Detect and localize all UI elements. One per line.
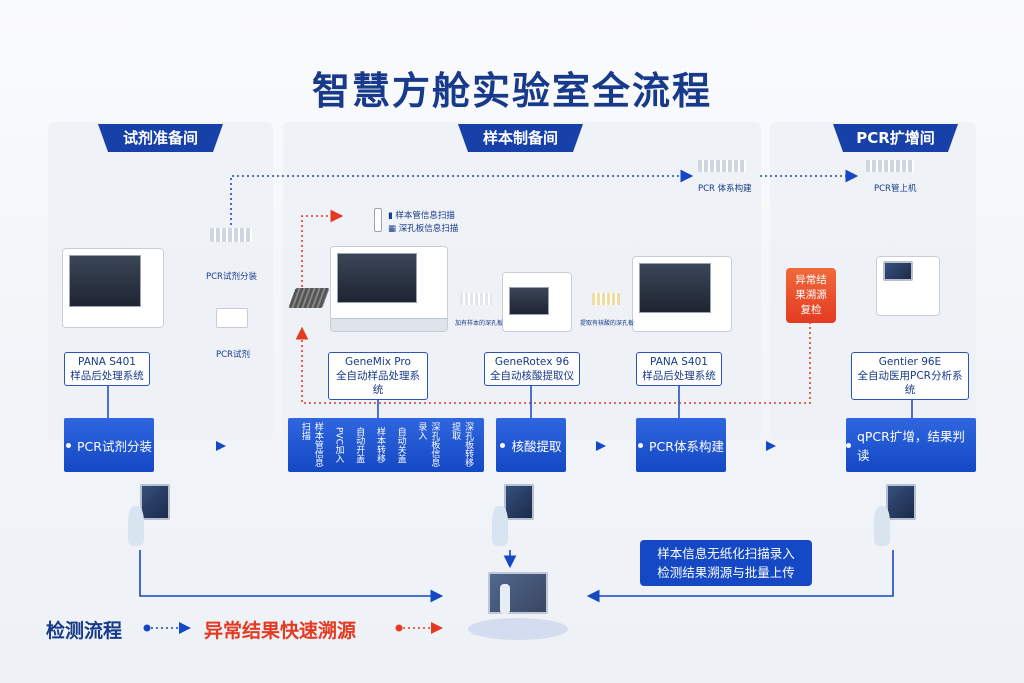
plate-b-icon <box>592 293 620 305</box>
label-pcr-dispense: PCR试剂分装 <box>206 272 257 282</box>
instrument-generotex-96 <box>502 272 572 332</box>
label-scan-plate: ▦ 深孔板信息扫描 <box>388 224 459 234</box>
legend-trace: 异常结果快速溯源 <box>204 620 357 642</box>
instrument-pana-s401-mid <box>632 256 732 332</box>
sample-tube-icon <box>374 208 382 232</box>
deep-well-plate-icon <box>288 288 330 308</box>
data-platform-icon <box>458 568 580 644</box>
step-pcr-dispense: PCR试剂分装 <box>64 418 154 472</box>
legend-detect: 检测流程 <box>46 620 123 642</box>
step-pcr-build: PCR体系构建 <box>636 418 726 472</box>
step-nucleic-extraction: 核酸提取 <box>496 418 566 472</box>
instrument-pana-s401-left <box>62 248 164 328</box>
label-pcr-tube-load: PCR管上机 <box>874 184 917 194</box>
label-pcr-build: PCR 体系构建 <box>698 184 752 194</box>
label-scan-tube: ▮ 样本管信息扫描 <box>388 211 455 221</box>
abnormal-recheck-badge: 异常结果溯源复检 <box>786 268 836 323</box>
label-pcr-reagent: PCR试剂 <box>216 350 250 360</box>
pcr-tube-strip-top-icon <box>698 160 746 172</box>
operator-sample-icon <box>490 482 540 552</box>
step-sample-processing: 样本管信息扫描 PVC加入 自动开盖 样本转移 自动关盖 深孔板信息录入 深孔板… <box>288 418 484 472</box>
instrument-gentier-96e <box>876 256 940 316</box>
section-header-pcr: PCR扩增间 <box>833 124 958 152</box>
section-header-reagent: 试剂准备间 <box>98 124 223 152</box>
section-header-sample: 样本制备间 <box>458 124 583 152</box>
pcr-tube-load-icon <box>866 160 914 172</box>
page-title: 智慧方舱实验室全流程 <box>311 69 712 113</box>
operator-pcr-icon <box>872 482 922 552</box>
step-qpcr: qPCR扩增，结果判读 <box>846 418 976 472</box>
operator-reagent-icon <box>126 482 176 552</box>
pcr-reagent-kit-icon <box>216 308 248 328</box>
paperless-note: 样本信息无纸化扫描录入检测结果溯源与批量上传 <box>640 540 812 586</box>
label-plate-a: 加有样本的深孔板 <box>455 320 504 327</box>
label-plate-b: 提取有核酸的深孔板 <box>580 320 635 327</box>
instrument-genemix-pro <box>330 246 448 332</box>
pcr-tube-strip-icon <box>210 228 252 242</box>
plate-a-icon <box>460 293 492 305</box>
